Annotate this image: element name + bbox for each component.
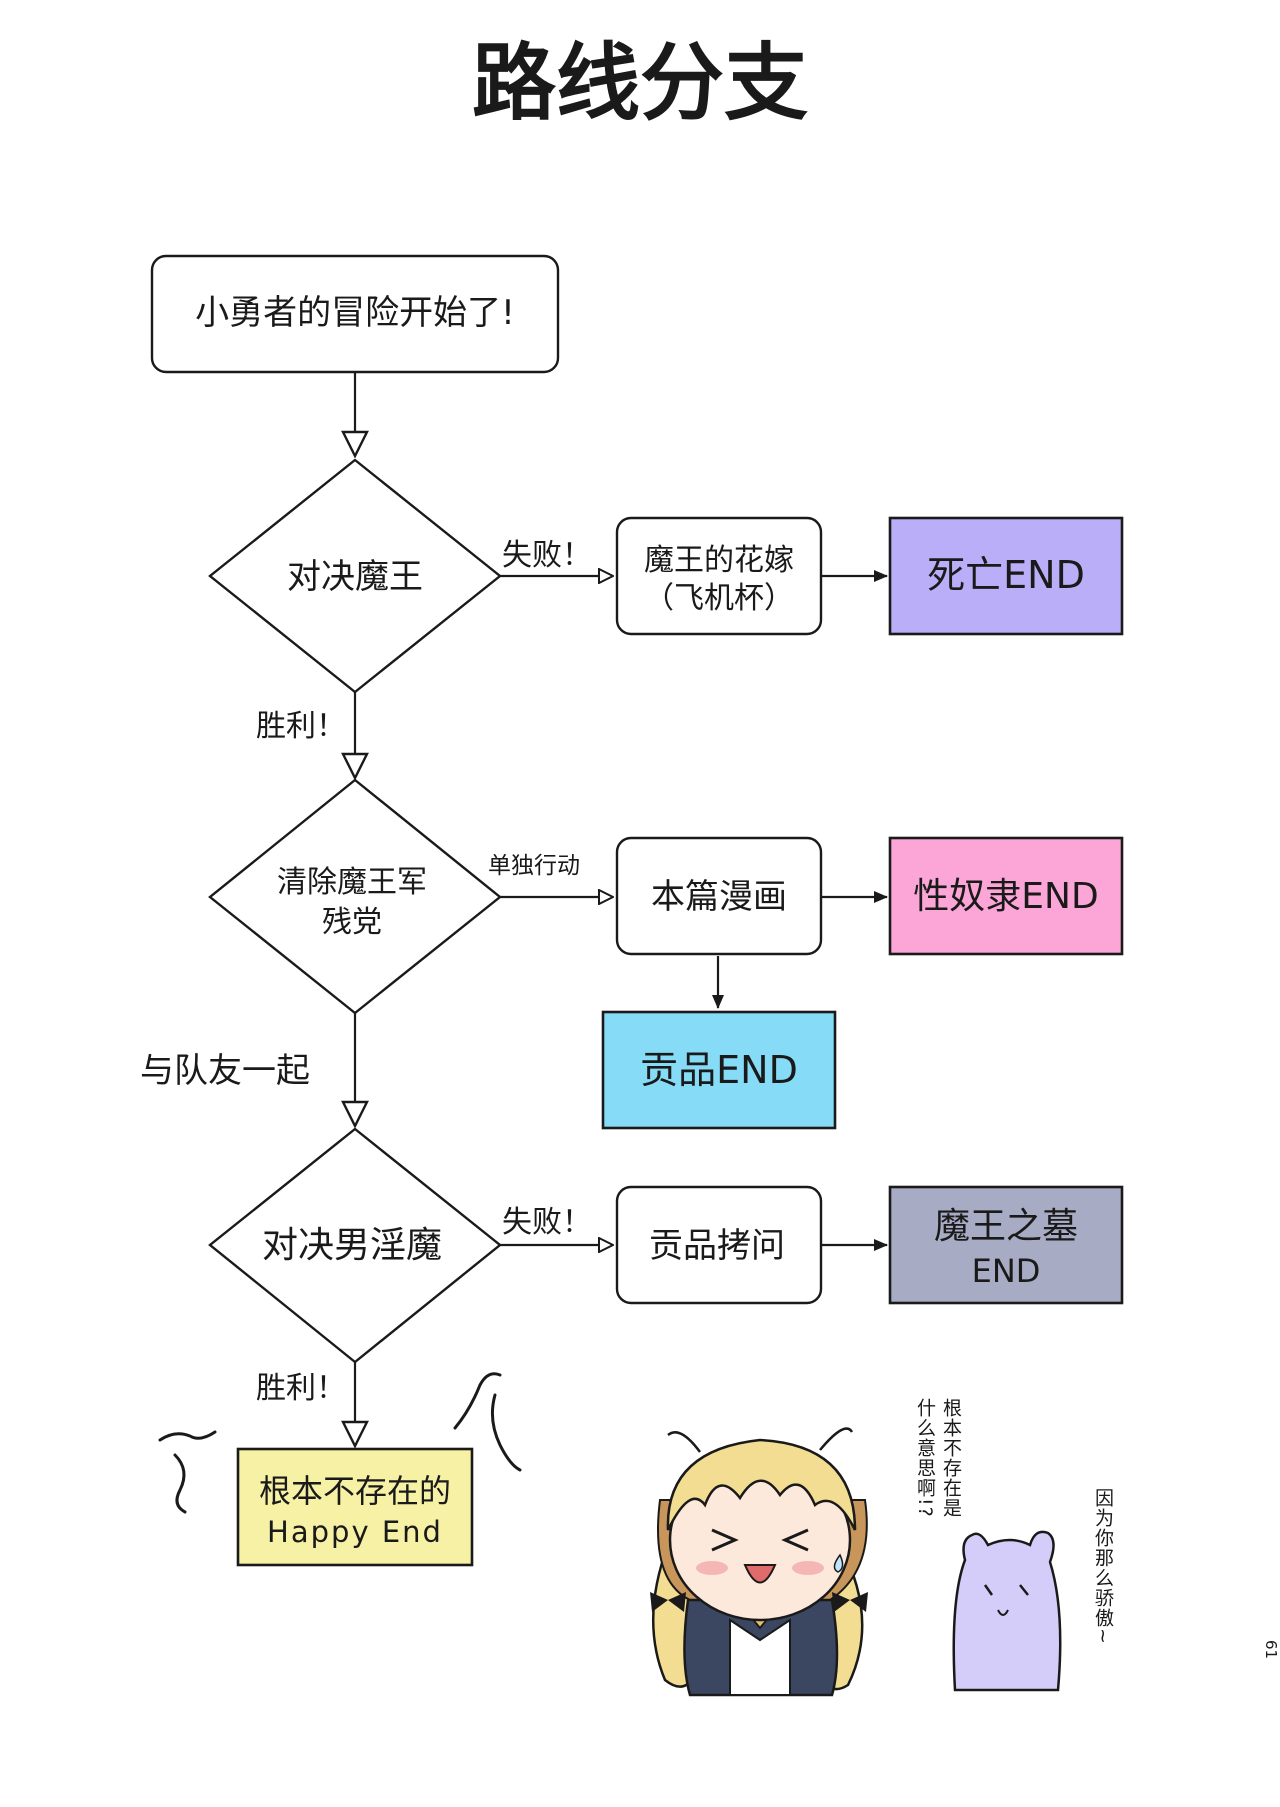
edge-label-solo: 单独行动 (488, 853, 580, 879)
node-start-label: 小勇者的冒险开始了! (195, 293, 515, 333)
node-bride (615, 516, 823, 636)
end-happy (236, 1447, 474, 1567)
end-death-label: 死亡END (927, 553, 1085, 597)
node-this-comic-label: 本篇漫画 (651, 877, 787, 917)
end-slave-label: 性奴隶END (913, 876, 1098, 917)
edge-label-win-2: 胜利！ (256, 1371, 346, 1406)
end-tomb-line2: END (972, 1252, 1041, 1290)
girl-speech-col2: 什么意思啊!? (914, 1398, 936, 1518)
end-tribute (601, 1010, 837, 1130)
end-death (888, 516, 1124, 636)
decision-duel-demon-king-label: 对决魔王 (287, 557, 423, 597)
edge-label-win-1: 胜利！ (256, 709, 346, 744)
decision-clear-remnants (208, 778, 502, 1015)
decision-clear-remnants-line2: 残党 (322, 905, 382, 940)
decision-duel-incubus-label: 对决男淫魔 (262, 1225, 442, 1266)
node-start (150, 254, 560, 374)
edge-label-team: 与队友一起 (140, 1051, 310, 1091)
edge-label-fail-1: 失败！ (502, 538, 592, 573)
node-bride-line1: 魔王的花嫁 (644, 543, 794, 578)
node-torture (615, 1185, 823, 1305)
decision-duel-incubus (208, 1127, 502, 1364)
end-slave (888, 836, 1124, 956)
ghost-speech: 因为你那么骄傲~ (1092, 1488, 1114, 1645)
node-this-comic (615, 836, 823, 956)
end-tomb (888, 1185, 1124, 1305)
node-torture-label: 贡品拷问 (649, 1226, 785, 1266)
decision-clear-remnants-line1: 清除魔王军 (277, 865, 427, 900)
chibi-girl-illustration (650, 1427, 868, 1697)
node-bride-line2: （飞机杯） (644, 581, 794, 616)
end-tomb-line1: 魔王之墓 (934, 1206, 1078, 1247)
decision-duel-demon-king (208, 458, 502, 694)
end-tribute-label: 贡品END (640, 1048, 798, 1092)
purple-ghost-illustration (952, 1530, 1062, 1692)
girl-speech-col1: 根本不存在是 (940, 1398, 962, 1518)
surprise-mark-right (453, 1372, 522, 1472)
end-happy-line1: 根本不存在的 (259, 1472, 451, 1510)
page-number: 61 (1262, 1640, 1280, 1660)
end-happy-line2: Happy End (267, 1515, 443, 1549)
page-title: 路线分支 (472, 34, 808, 132)
edge-label-fail-2: 失败！ (502, 1205, 592, 1240)
surprise-mark-left (158, 1430, 217, 1514)
